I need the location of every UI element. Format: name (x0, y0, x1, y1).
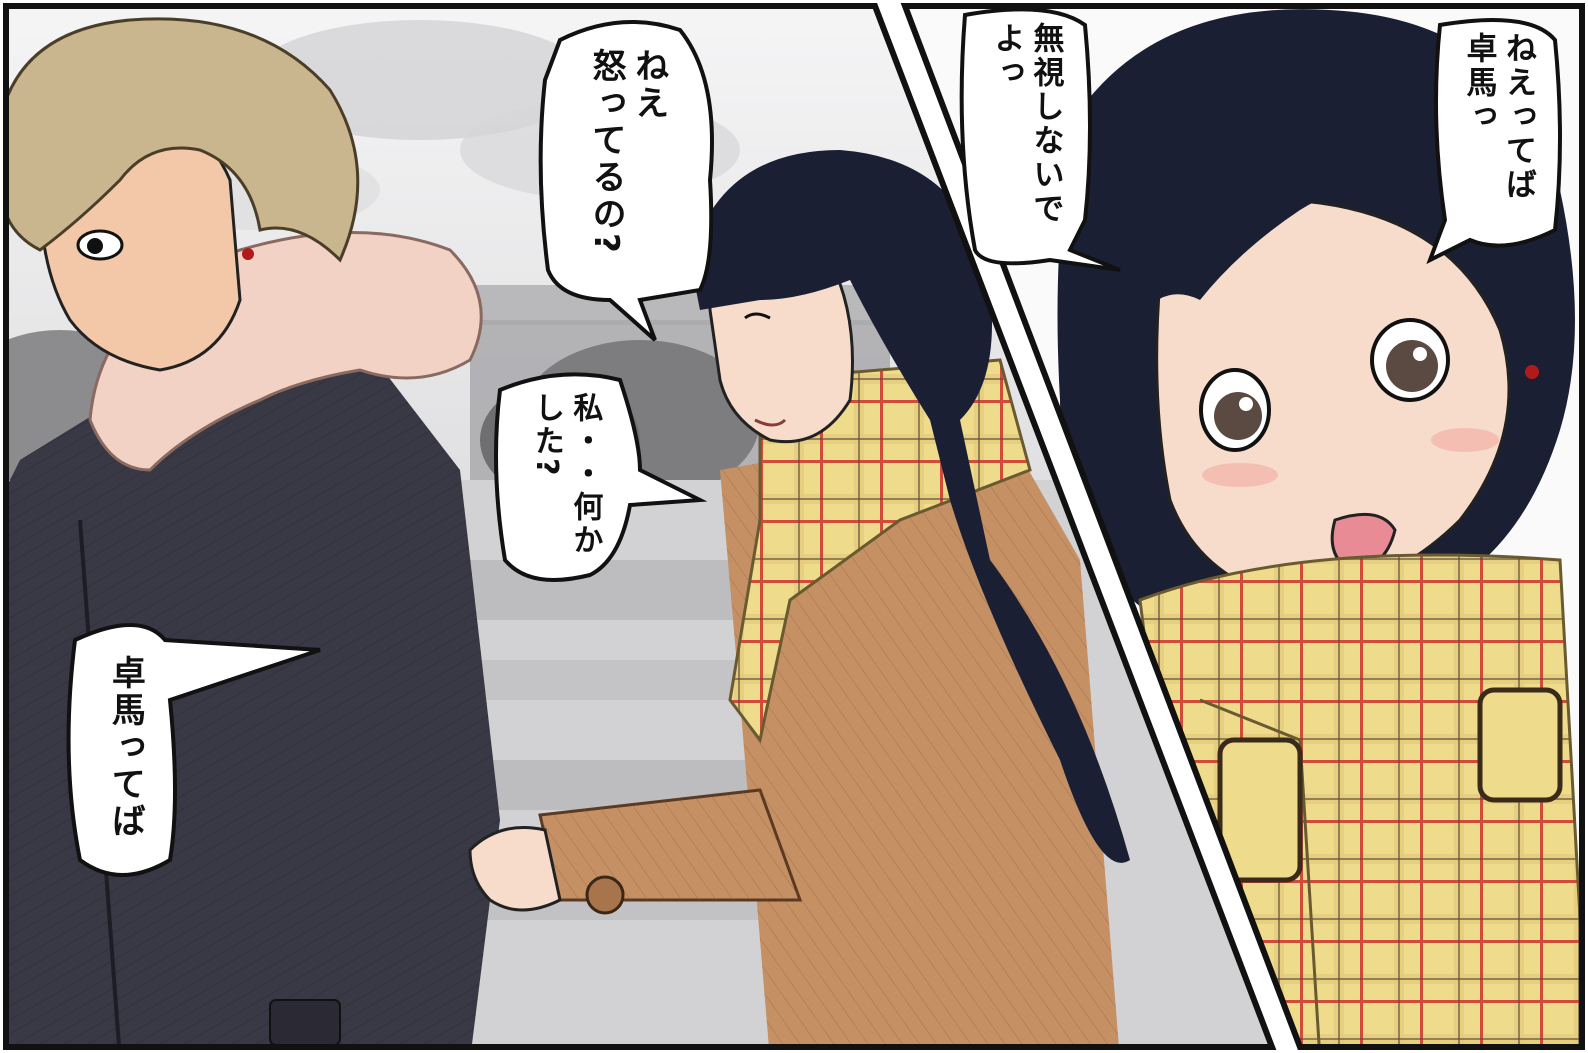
bubble-did-something-shape (494, 372, 708, 582)
bubble-angry-shape (538, 20, 714, 342)
bubble-takuma-left-shape (66, 623, 321, 877)
bubble-dont-ignore-shape (959, 7, 1121, 272)
bubble-takuma-right-shape (1426, 18, 1562, 265)
right-panel-border (900, 3, 1585, 1050)
left-panel-border (3, 2, 1277, 1050)
